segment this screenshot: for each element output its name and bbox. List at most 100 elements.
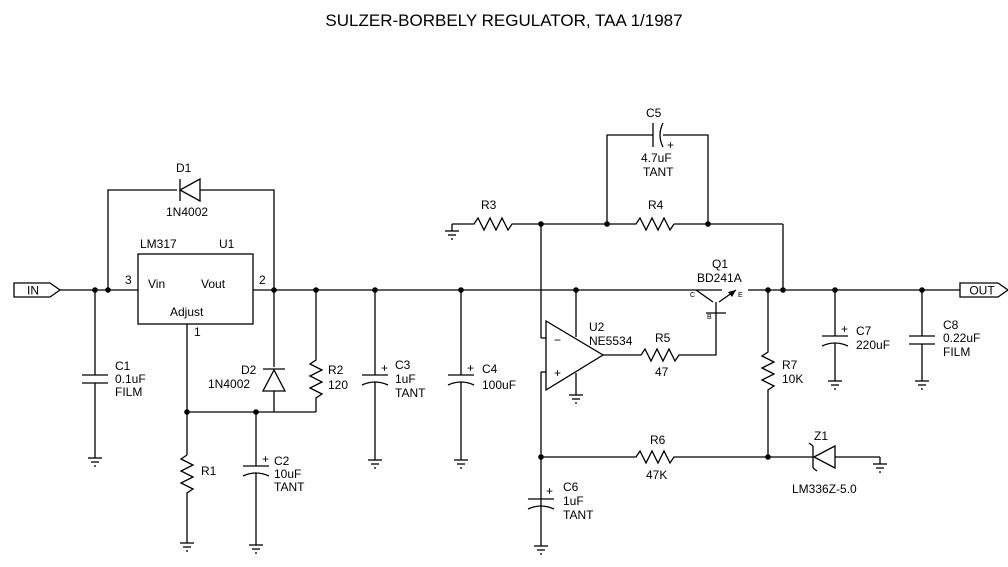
c8-type: FILM bbox=[943, 345, 970, 359]
r3-ref: R3 bbox=[481, 198, 497, 212]
c5-value: 4.7uF bbox=[641, 151, 672, 165]
ground-u2 bbox=[569, 394, 583, 404]
r1-resistor: R1 bbox=[179, 454, 217, 497]
c1-type: FILM bbox=[115, 385, 142, 399]
c6-type: TANT bbox=[563, 508, 594, 522]
out-port-label: OUT bbox=[969, 284, 995, 298]
r1-ref: R1 bbox=[201, 464, 217, 478]
u1-vout-label: Vout bbox=[201, 277, 226, 291]
r6-resistor: R6 47K bbox=[541, 433, 768, 482]
u1-ref-label: U1 bbox=[219, 237, 235, 251]
ground-c2 bbox=[249, 544, 263, 554]
u2-ref: U2 bbox=[589, 320, 605, 334]
c3-ref: C3 bbox=[395, 358, 411, 372]
q1-part: BD241A bbox=[697, 271, 742, 285]
u1-pin-1: 1 bbox=[194, 325, 201, 339]
c2-value: 10uF bbox=[274, 467, 301, 481]
c6-ref: C6 bbox=[563, 480, 579, 494]
c4-capacitor: + C4 100uF bbox=[447, 290, 516, 460]
u1-lm317: LM317 U1 Vin Vout Adjust 3 2 1 bbox=[125, 237, 266, 339]
r2-resistor: R2 120 bbox=[308, 290, 348, 412]
u1-adjust-label: Adjust bbox=[170, 305, 204, 319]
d1-ref: D1 bbox=[176, 161, 192, 175]
ground-r1 bbox=[180, 542, 194, 552]
c6-capacitor: + C6 1uF TANT bbox=[527, 480, 594, 522]
ground-c3 bbox=[368, 459, 382, 469]
u1-part-label: LM317 bbox=[140, 237, 177, 251]
r2-value: 120 bbox=[328, 378, 348, 392]
q1-pin-e: E bbox=[738, 292, 743, 299]
d1-value: 1N4002 bbox=[166, 205, 208, 219]
ground-c8 bbox=[915, 380, 929, 390]
c2-polarity: + bbox=[262, 452, 269, 466]
c3-capacitor: + C3 1uF TANT bbox=[361, 290, 426, 460]
r4-ref: R4 bbox=[648, 198, 664, 212]
u2-plus: + bbox=[554, 366, 561, 380]
q1-transistor: C B E Q1 BD241A bbox=[690, 257, 743, 321]
d2-value: 1N4002 bbox=[208, 377, 250, 391]
c7-capacitor: + C7 220uF bbox=[821, 290, 890, 381]
c2-ref: C2 bbox=[274, 454, 290, 468]
d1-diode: D1 1N4002 bbox=[107, 161, 275, 290]
c1-ref: C1 bbox=[115, 359, 131, 373]
c5-capacitor: + C5 4.7uF TANT bbox=[641, 106, 674, 179]
ground-c6 bbox=[534, 545, 548, 555]
c5-polarity: + bbox=[667, 138, 674, 152]
ground-z1 bbox=[873, 463, 887, 473]
r2-ref: R2 bbox=[328, 363, 344, 377]
r6-ref: R6 bbox=[650, 433, 666, 447]
u2-minus: − bbox=[554, 333, 561, 347]
c1-value: 0.1uF bbox=[115, 372, 146, 386]
in-port: IN bbox=[13, 282, 62, 298]
c4-polarity: + bbox=[467, 361, 474, 375]
z1-part: LM336Z-5.0 bbox=[792, 482, 857, 496]
c6-polarity: + bbox=[546, 484, 553, 498]
q1-pin-b: B bbox=[707, 314, 712, 321]
in-port-label: IN bbox=[27, 284, 39, 298]
c4-value: 100uF bbox=[482, 378, 516, 392]
c2-capacitor: + C2 10uF TANT bbox=[242, 452, 305, 494]
c7-ref: C7 bbox=[856, 324, 872, 338]
ground-r3 bbox=[445, 230, 459, 240]
c3-polarity: + bbox=[381, 361, 388, 375]
r5-ref: R5 bbox=[655, 331, 671, 345]
adjust-network-wires bbox=[186, 324, 316, 545]
c8-capacitor: C8 0.22uF FILM bbox=[909, 290, 980, 381]
ground-c1 bbox=[88, 457, 102, 467]
d2-diode: D2 1N4002 bbox=[208, 290, 287, 412]
c6-value: 1uF bbox=[563, 494, 584, 508]
c4-ref: C4 bbox=[482, 362, 498, 376]
c5-ref: C5 bbox=[646, 106, 662, 120]
u1-vin-label: Vin bbox=[148, 277, 165, 291]
c3-value: 1uF bbox=[395, 372, 416, 386]
z1-zener: Z1 LM336Z-5.0 bbox=[768, 429, 881, 496]
ground-c7 bbox=[828, 380, 842, 390]
r7-ref: R7 bbox=[782, 358, 798, 372]
z1-ref: Z1 bbox=[814, 429, 828, 443]
c2-type: TANT bbox=[274, 480, 305, 494]
u1-pin-2: 2 bbox=[259, 273, 266, 287]
r5-resistor: R5 47 bbox=[603, 313, 717, 379]
c8-ref: C8 bbox=[943, 318, 959, 332]
r4-resistor: R4 bbox=[607, 198, 675, 232]
ground-c4 bbox=[454, 459, 468, 469]
u1-pin-3: 3 bbox=[125, 273, 132, 287]
q1-ref: Q1 bbox=[712, 257, 728, 271]
junction-dots bbox=[92, 221, 925, 460]
feedback-wires bbox=[516, 134, 784, 339]
r7-value: 10K bbox=[782, 372, 803, 386]
r6-value: 47K bbox=[646, 468, 667, 482]
r5-value: 47 bbox=[655, 365, 669, 379]
c1-capacitor: C1 0.1uF FILM bbox=[82, 290, 146, 458]
c7-polarity: + bbox=[841, 322, 848, 336]
u2-part: NE5534 bbox=[589, 334, 633, 348]
r3-resistor: R3 bbox=[451, 198, 516, 232]
schematic-title: SULZER-BORBELY REGULATOR, TAA 1/1987 bbox=[325, 11, 682, 30]
r7-resistor: R7 10K bbox=[760, 290, 803, 457]
c8-value: 0.22uF bbox=[943, 331, 980, 345]
q1-pin-c: C bbox=[690, 292, 695, 299]
out-port: OUT bbox=[959, 282, 1008, 298]
c7-value: 220uF bbox=[856, 338, 890, 352]
c3-type: TANT bbox=[395, 386, 426, 400]
